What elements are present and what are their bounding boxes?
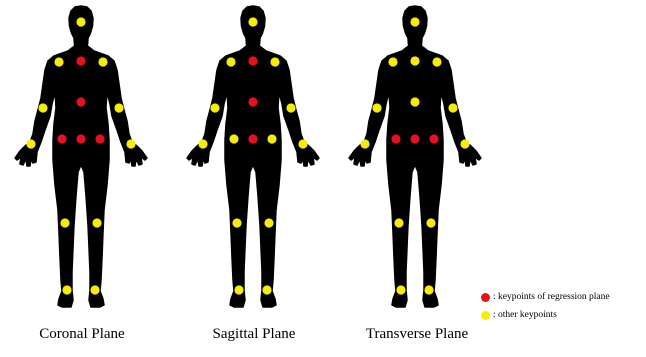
keypoint-left-elbow [372,103,381,112]
figure-coronal [15,6,147,307]
keypoint-neck [76,56,85,65]
keypoint-right-elbow [286,103,295,112]
keypoint-right-elbow [114,103,123,112]
keypoint-head [76,17,85,26]
keypoint-neck [410,56,419,65]
keypoint-right-hip [95,134,104,143]
body-silhouette [349,6,481,307]
keypoint-left-elbow [38,103,47,112]
keypoint-right-shoulder [432,57,441,66]
keypoint-left-ankle [396,285,405,294]
keypoint-left-elbow [210,103,219,112]
legend-row-regression: : keypoints of regression plane [481,288,610,306]
keypoint-neck [248,56,257,65]
keypoint-right-ankle [262,285,271,294]
keypoint-left-hip [229,134,238,143]
legend-other-dot-icon [481,311,490,320]
keypoint-pelvis [76,134,85,143]
keypoint-right-shoulder [270,57,279,66]
keypoint-left-wrist [360,139,369,148]
keypoint-right-hip [267,134,276,143]
keypoint-right-wrist [298,139,307,148]
keypoint-left-shoulder [54,57,63,66]
keypoint-left-hip [57,134,66,143]
plane-label-sagittal: Sagittal Plane [164,326,344,343]
keypoint-head [248,17,257,26]
keypoint-right-knee [426,218,435,227]
keypoint-right-ankle [424,285,433,294]
keypoint-left-wrist [26,139,35,148]
legend: : keypoints of regression plane : other … [481,288,610,324]
legend-regression-dot-icon [481,293,490,302]
keypoint-left-ankle [62,285,71,294]
keypoint-left-knee [60,218,69,227]
plane-label-transverse: Transverse Plane [327,326,507,343]
body-silhouette [187,6,319,307]
body-silhouette [15,6,147,307]
keypoint-spine [410,97,419,106]
keypoint-right-hip [429,134,438,143]
keypoint-spine [248,97,257,106]
legend-row-other: : other keypoints [481,306,610,324]
keypoint-spine [76,97,85,106]
figure-transverse [349,6,481,307]
keypoint-right-ankle [90,285,99,294]
legend-other-label: : other keypoints [493,310,557,320]
keypoint-left-shoulder [226,57,235,66]
keypoint-right-shoulder [98,57,107,66]
legend-regression-label: : keypoints of regression plane [493,292,610,302]
plane-label-coronal: Coronal Plane [0,326,172,343]
keypoint-left-knee [394,218,403,227]
keypoint-pelvis [248,134,257,143]
keypoint-left-wrist [198,139,207,148]
keypoint-right-knee [92,218,101,227]
keypoint-right-wrist [460,139,469,148]
keypoint-left-shoulder [388,57,397,66]
keypoint-head [410,17,419,26]
figure-sagittal [187,6,319,307]
keypoint-left-hip [391,134,400,143]
keypoint-left-ankle [234,285,243,294]
keypoint-right-knee [264,218,273,227]
keypoint-pelvis [410,134,419,143]
keypoint-right-elbow [448,103,457,112]
keypoint-left-knee [232,218,241,227]
keypoint-right-wrist [126,139,135,148]
